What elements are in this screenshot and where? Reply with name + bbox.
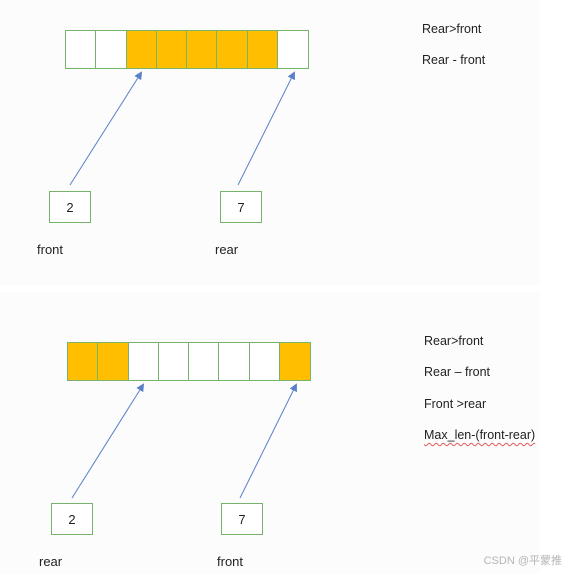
queue-top-cell-6 <box>247 31 278 68</box>
note-bottom-4: Max_len-(front-rear) <box>424 428 536 442</box>
queue-bottom-cell-7 <box>279 343 310 380</box>
queue-bottom-cell-4 <box>189 343 220 380</box>
front-index-value: 2 <box>66 199 74 215</box>
queue-top-cell-7 <box>277 31 308 68</box>
note-top-2: Rear - front <box>422 53 486 67</box>
queue-top-cell-1 <box>96 31 127 68</box>
queue-array-top <box>65 30 309 69</box>
rear-index-box-top: 7 <box>220 191 262 223</box>
rear-index-box-bottom: 2 <box>51 503 93 535</box>
front-index-box-top: 2 <box>49 191 91 223</box>
rear-label-top: rear <box>215 242 239 257</box>
queue-bottom-cell-6 <box>249 343 280 380</box>
queue-bottom-cell-0 <box>68 343 99 380</box>
queue-top-cell-4 <box>187 31 218 68</box>
front-label-bottom: front <box>217 554 244 569</box>
queue-top-cell-3 <box>156 31 187 68</box>
rear-index-value-bottom: 2 <box>68 511 76 527</box>
note-bottom-3: Front >rear <box>424 397 487 411</box>
watermark: CSDN @平蒙推 <box>483 555 562 567</box>
front-index-value-bottom: 7 <box>238 511 246 527</box>
queue-array-bottom <box>67 342 311 381</box>
front-label-top: front <box>37 242 64 257</box>
front-index-box-bottom: 7 <box>221 503 263 535</box>
note-top-1: Rear>front <box>422 22 482 36</box>
queue-bottom-cell-2 <box>128 343 159 380</box>
rear-index-value: 7 <box>237 199 245 215</box>
note-bottom-1: Rear>front <box>424 334 484 348</box>
rear-label-bottom: rear <box>39 554 63 569</box>
queue-top-cell-5 <box>217 31 248 68</box>
queue-top-cell-2 <box>126 31 157 68</box>
queue-bottom-cell-1 <box>98 343 129 380</box>
queue-bottom-cell-5 <box>219 343 250 380</box>
note-bottom-2: Rear – front <box>424 365 491 379</box>
queue-bottom-cell-3 <box>158 343 189 380</box>
queue-top-cell-0 <box>66 31 97 68</box>
